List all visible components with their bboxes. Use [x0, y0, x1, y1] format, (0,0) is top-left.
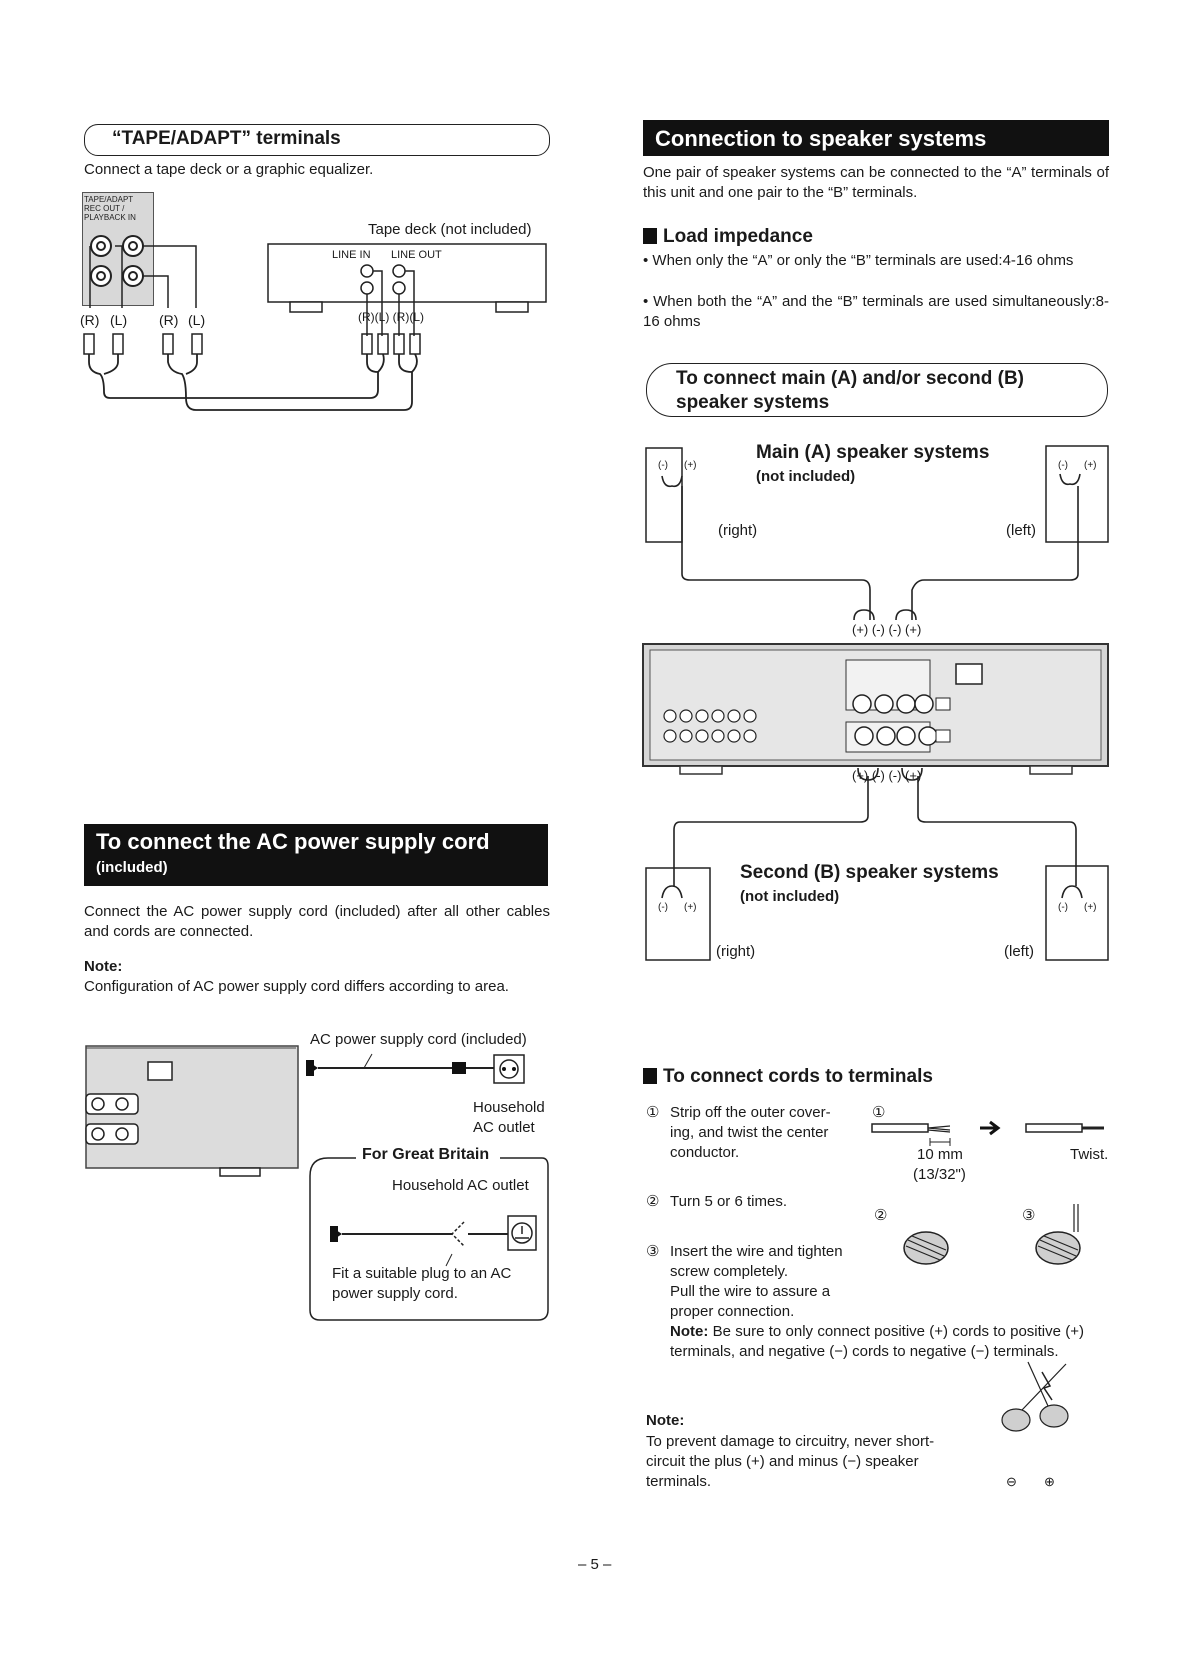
step1-line-c: conductor. [670, 1144, 740, 1161]
step3-line-b: screw completely. [670, 1263, 789, 1280]
tape-label-l2: (L) [188, 312, 206, 328]
note2-text: To prevent damage to circuitry, never sh… [646, 1433, 935, 1490]
heading-square-icon [643, 1068, 657, 1084]
cords-heading-label: To connect cords to terminals [663, 1066, 933, 1087]
load-impedance-heading: Load impedance [643, 226, 813, 248]
main-label: Main (A) speaker systems [756, 442, 990, 463]
terminals-bottom-label: (+) (-) (-) (+) [852, 768, 922, 783]
gb-outlet-label: Household AC outlet [392, 1177, 529, 1194]
heading-square-icon [643, 228, 657, 244]
tape-deck-label: Tape deck (not included) [368, 221, 532, 238]
tape-panel-label: TAPE/ADAPT REC OUT / PLAYBACK IN [84, 195, 136, 222]
second-sub: (not included) [740, 888, 840, 905]
main-sub: (not included) [756, 468, 856, 485]
connect-title-line-1: To connect main (A) and/or second (B) [676, 368, 1024, 389]
second-right-label: (right) [716, 943, 756, 960]
connect-title-box [646, 363, 1108, 417]
speakers-intro: One pair of speaker systems can be conne… [643, 164, 1109, 201]
tape-intro: Connect a tape deck or a graphic equaliz… [84, 161, 374, 178]
main-left-pol-plus: (+) [1084, 460, 1097, 471]
step1-line-b: ing, and twist the center [670, 1124, 829, 1141]
impedance-bullet-1: • When only the “A” or only the “B” term… [643, 252, 1074, 269]
gb-title: For Great Britain [360, 1146, 492, 1164]
ac-title-bar [84, 824, 548, 886]
second-right-pol-minus: (-) [658, 902, 668, 913]
step2-text: Turn 5 or 6 times. [670, 1193, 787, 1210]
deck-jack-labels: (R)(L) (R)(L) [358, 310, 424, 324]
cords-note: Note: Be sure to only connect positive (… [670, 1322, 1084, 1362]
second-label: Second (B) speaker systems [740, 862, 999, 883]
step3-fig-num: ③ [1022, 1207, 1036, 1224]
tape-label-l1: (L) [110, 312, 128, 328]
connect-title-line-2: speaker systems [676, 392, 830, 413]
speakers-title-bar [643, 120, 1109, 156]
step2-fig-num: ② [874, 1207, 888, 1224]
step1-fig-num: ① [872, 1104, 886, 1121]
ac-note-text: Configuration of AC power supply cord di… [84, 978, 509, 995]
step3-line-c: Pull the wire to assure a [670, 1283, 831, 1300]
minus-terminal-symbol: ⊖ [1006, 1474, 1017, 1489]
speakers-title: Connection to speaker systems [655, 126, 987, 151]
step3-num: ③ [646, 1243, 660, 1260]
line-out-label: LINE OUT [391, 249, 442, 261]
second-left-label: (left) [1004, 943, 1034, 960]
tape-title-box [84, 124, 550, 156]
ac-cord-label: AC power supply cord (included) [310, 1031, 527, 1048]
main-left-pol-minus: (-) [1058, 460, 1068, 471]
second-left-pol-plus: (+) [1084, 902, 1097, 913]
cords-heading: To connect cords to terminals [643, 1066, 933, 1088]
impedance-bullet-2: • When both the “A” and the “B” terminal… [643, 293, 1109, 330]
cords-note-label: Note: [670, 1323, 709, 1340]
ac-note-heading: Note: [84, 958, 123, 975]
load-impedance-label: Load impedance [663, 226, 813, 247]
step3-line-a: Insert the wire and tighten [670, 1243, 843, 1260]
terminals-top-label: (+) (-) (-) (+) [852, 622, 922, 637]
tape-title: “TAPE/ADAPT” terminals [112, 128, 341, 149]
step2-num: ② [646, 1193, 660, 1210]
ac-subtitle: (included) [96, 859, 168, 876]
tape-label-r2: (R) [159, 312, 179, 328]
step1-line-a: Strip off the outer cover- [670, 1104, 831, 1121]
page-number: – 5 – [578, 1556, 612, 1573]
note2-heading: Note: [646, 1412, 685, 1429]
main-right-pol-plus: (+) [684, 460, 697, 471]
cords-note-text: Be sure to only connect positive (+) cor… [670, 1323, 1084, 1360]
tape-label-r1: (R) [80, 312, 100, 328]
step3-line-d: proper connection. [670, 1303, 795, 1320]
main-right-pol-minus: (-) [658, 460, 668, 471]
ac-title: To connect the AC power supply cord [96, 829, 490, 854]
twist-label: Twist. [1070, 1146, 1109, 1163]
main-left-label: (left) [1006, 522, 1036, 539]
gb-fit-line-2: power supply cord. [332, 1285, 458, 1302]
main-right-label: (right) [718, 522, 758, 539]
plus-terminal-symbol: ⊕ [1044, 1474, 1055, 1489]
line-in-label: LINE IN [332, 249, 371, 261]
outlet-label-1: Household [473, 1099, 545, 1116]
second-left-pol-minus: (-) [1058, 902, 1068, 913]
outlet-label-2: AC outlet [473, 1119, 535, 1136]
second-right-pol-plus: (+) [684, 902, 697, 913]
ac-body: Connect the AC power supply cord (includ… [84, 903, 550, 940]
gb-fit-line-1: Fit a suitable plug to an AC [332, 1265, 512, 1282]
inch-label: (13/32") [913, 1166, 966, 1183]
mm-label: 10 mm [917, 1146, 963, 1163]
step1-num: ① [646, 1104, 660, 1121]
